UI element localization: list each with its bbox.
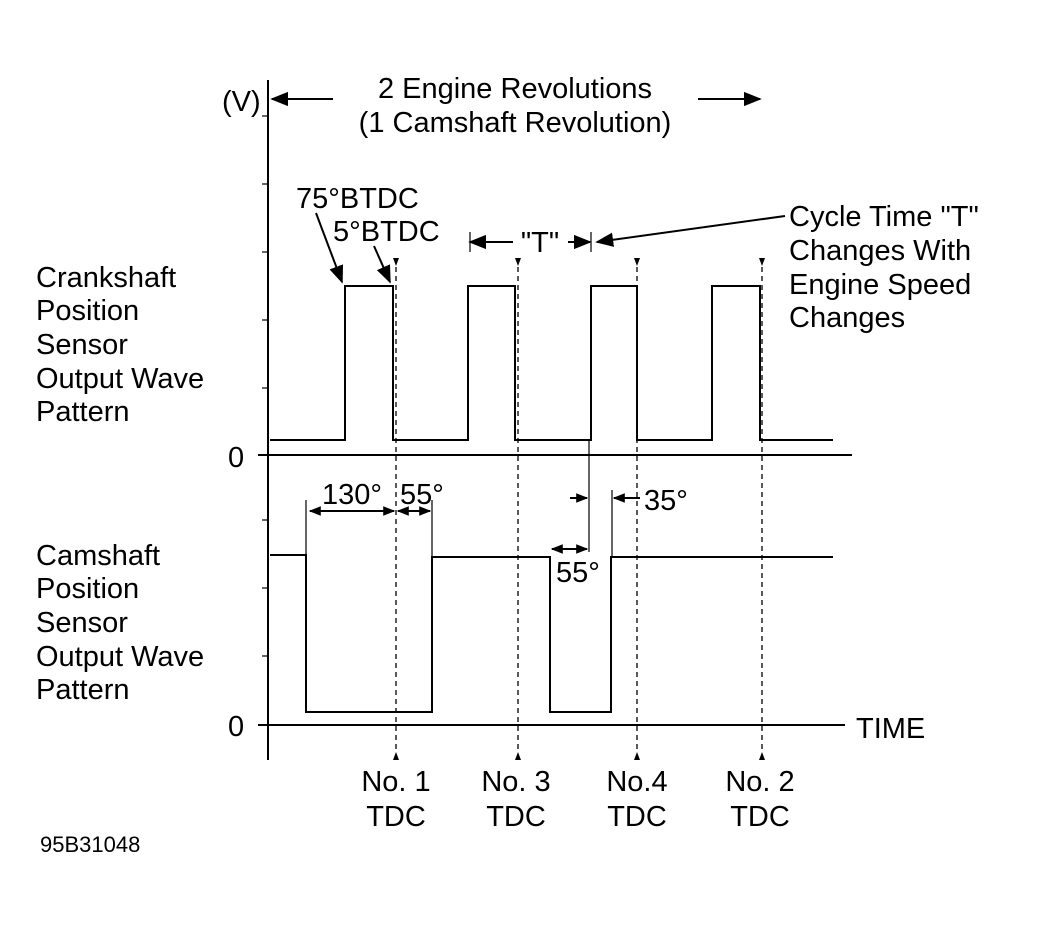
title-line-2: (1 Camshaft Revolution)	[359, 107, 672, 139]
crank-zero-label: 0	[228, 442, 244, 474]
btdc-5-arrow	[373, 245, 391, 284]
title-line-1: 2 Engine Revolutions	[378, 73, 652, 105]
camshaft-sensor-label: Camshaft Position Sensor Output Wave Pat…	[36, 540, 204, 706]
svg-text:Changes: Changes	[789, 302, 905, 334]
svg-text:Camshaft: Camshaft	[36, 540, 160, 572]
btdc-75-arrow	[315, 212, 344, 284]
svg-text:Cycle Time "T": Cycle Time "T"	[789, 201, 979, 233]
time-axis-label: TIME	[856, 713, 925, 745]
camshaft-waveform	[270, 554, 833, 713]
axis-ticks	[262, 115, 268, 657]
svg-text:Pattern: Pattern	[36, 674, 130, 706]
deg35-label: 35°	[644, 485, 688, 517]
svg-text:Pattern: Pattern	[36, 396, 130, 428]
tdc-arrow-heads	[393, 258, 765, 760]
svg-text:TDC: TDC	[366, 801, 426, 833]
btdc-5-label: 5°BTDC	[333, 216, 440, 248]
svg-text:Output Wave: Output Wave	[36, 641, 204, 673]
cam-zero-label: 0	[228, 711, 244, 743]
svg-text:Position: Position	[36, 295, 139, 327]
deg130-label: 130°	[322, 479, 382, 511]
tdc-label-no1: No. 1	[361, 766, 430, 798]
cycle-time-t-label: "T"	[521, 227, 559, 259]
svg-text:TDC: TDC	[486, 801, 546, 833]
svg-text:TDC: TDC	[730, 801, 790, 833]
svg-text:Sensor: Sensor	[36, 329, 128, 361]
svg-text:Crankshaft: Crankshaft	[36, 262, 176, 294]
svg-text:Output Wave: Output Wave	[36, 363, 204, 395]
crankshaft-waveform	[270, 285, 833, 441]
deg55-label-top: 55°	[400, 479, 444, 511]
tdc-labels: No. 1 TDC No. 3 TDC No.4 TDC No. 2 TDC	[361, 766, 794, 833]
tdc-label-no3: No. 3	[481, 766, 550, 798]
figure-id: 95B31048	[40, 832, 140, 857]
cycle-time-note: Cycle Time "T" Changes With Engine Speed…	[789, 201, 979, 334]
y-unit-label: (V)	[222, 86, 261, 118]
btdc-75-label: 75°BTDC	[296, 183, 419, 215]
deg55-label-lower: 55°	[556, 557, 600, 589]
crankshaft-sensor-label: Crankshaft Position Sensor Output Wave P…	[36, 262, 204, 428]
tdc-label-no4: No.4	[606, 766, 667, 798]
tdc-reference-lines	[395, 258, 763, 752]
cycle-time-note-arrow	[595, 215, 786, 247]
svg-text:Position: Position	[36, 573, 139, 605]
tdc-label-no2: No. 2	[725, 766, 794, 798]
svg-text:Sensor: Sensor	[36, 607, 128, 639]
svg-text:Changes With: Changes With	[789, 235, 971, 267]
svg-text:TDC: TDC	[607, 801, 667, 833]
svg-text:Engine Speed: Engine Speed	[789, 269, 971, 301]
